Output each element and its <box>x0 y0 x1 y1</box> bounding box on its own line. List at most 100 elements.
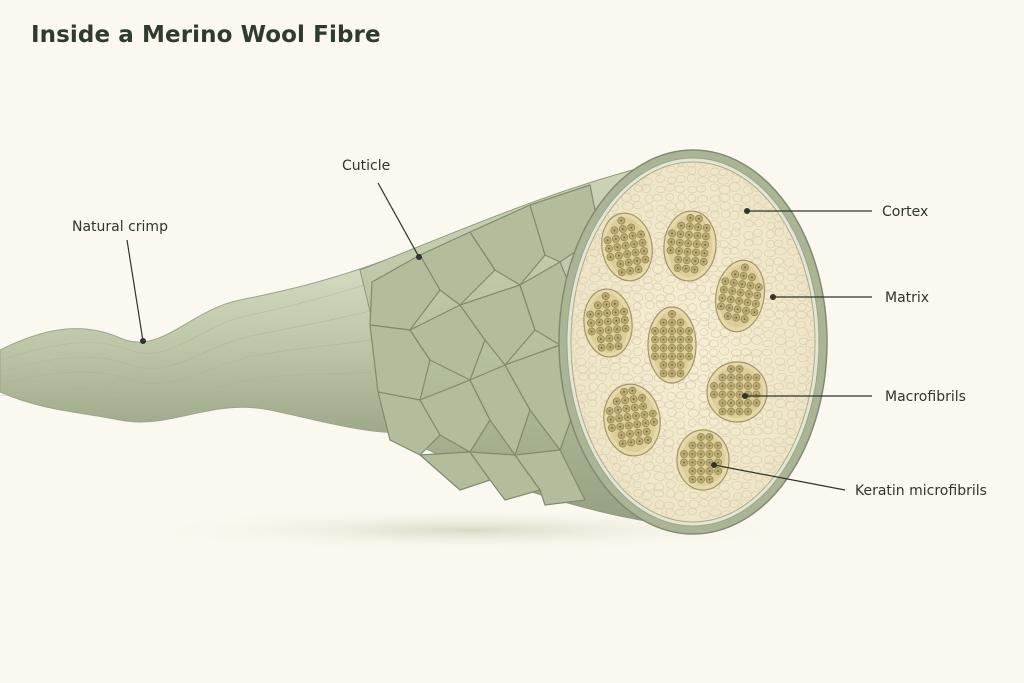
cortex-cell <box>687 281 698 291</box>
cortex-cell <box>578 276 588 284</box>
cortex-cell <box>685 391 695 401</box>
cortex-cell <box>585 255 598 265</box>
cortex-cell <box>775 336 787 345</box>
microfibril-core <box>630 226 633 229</box>
cortex-cell <box>786 162 797 165</box>
cortex-cell <box>588 162 599 167</box>
cortex-cell <box>708 321 718 330</box>
cortex-cell <box>752 194 762 203</box>
cortex-cell <box>750 444 762 453</box>
cortex-cell <box>698 417 708 426</box>
cortex-cell <box>641 470 651 480</box>
cortex-cell <box>752 257 762 266</box>
cortex-cell <box>773 176 784 186</box>
cortex-cell <box>599 162 610 165</box>
cortex-cell <box>796 402 808 411</box>
microfibril-core <box>705 226 708 229</box>
microfibril-core <box>614 311 617 314</box>
cortex-cell <box>699 510 710 519</box>
cortex-cell <box>664 470 676 480</box>
cortex-cell <box>633 184 644 193</box>
microfibril-core <box>617 254 620 257</box>
cortex-cell <box>773 455 785 463</box>
cortex-cell <box>718 168 728 177</box>
cortex-cell <box>665 275 676 283</box>
cortex-cell <box>629 357 641 365</box>
macrofibril <box>663 210 717 282</box>
microfibril-core <box>627 261 630 264</box>
cortex-cell <box>744 220 754 228</box>
microfibril-core <box>651 412 654 415</box>
cortex-cell <box>774 310 785 319</box>
microfibril-core <box>635 415 637 417</box>
microfibril-core <box>654 347 656 349</box>
microfibril-core <box>623 319 626 321</box>
cortex-cell <box>665 193 674 202</box>
microfibril-core <box>604 295 607 298</box>
cortex-cell <box>643 461 655 471</box>
cortex-cell <box>774 227 785 237</box>
cortex-cell <box>809 489 815 499</box>
cortex-cell <box>587 419 598 429</box>
cortex-cell <box>762 506 773 516</box>
cortex-cell <box>773 410 783 420</box>
microfibril-core <box>670 240 673 243</box>
cortex-cell <box>787 409 798 419</box>
cortex-cell <box>729 247 740 255</box>
microfibril-core <box>609 346 611 348</box>
cortex-cell <box>644 312 654 321</box>
cortex-cell <box>587 410 599 419</box>
microfibril-core <box>746 301 749 304</box>
cortex-cell <box>731 348 743 357</box>
cortex-cell <box>774 239 784 248</box>
microfibril-core <box>721 376 724 379</box>
microfibril-core <box>736 308 739 311</box>
cortex-cell <box>587 355 597 365</box>
microfibril-core <box>700 453 702 455</box>
microfibril-core <box>619 263 622 265</box>
microfibril-core <box>679 355 682 358</box>
microfibril-core <box>679 347 682 349</box>
cortex-cell <box>785 506 795 516</box>
microfibril-core <box>680 224 683 227</box>
microfibril-core <box>632 398 635 400</box>
microfibril-core <box>679 338 682 341</box>
microfibril-core <box>597 312 600 315</box>
cortex-cell <box>763 202 774 210</box>
cortex-cell <box>796 383 808 393</box>
cortex-cell <box>589 274 601 283</box>
microfibril-core <box>697 226 700 229</box>
cortex-cell <box>708 498 718 508</box>
cortex-cell <box>631 457 642 465</box>
microfibril-core <box>620 434 623 437</box>
cortex-cell <box>742 473 753 481</box>
cortex-cell <box>622 201 634 211</box>
cortex-cell <box>665 162 675 166</box>
microfibril-core <box>730 393 732 396</box>
microfibril-core <box>698 217 700 220</box>
cortex-cell <box>775 183 786 192</box>
microfibril-core <box>644 258 647 261</box>
cortex-cell <box>675 201 686 211</box>
cortex-cell <box>776 266 786 274</box>
cortex-cell <box>731 481 743 490</box>
microfibril-core <box>724 280 727 283</box>
microfibril-core <box>685 259 688 262</box>
microfibril-core <box>669 249 672 252</box>
cortex-cell <box>796 507 806 515</box>
cortex-cell <box>751 249 763 259</box>
cortex-cell <box>577 365 588 374</box>
cortex-cell <box>664 465 675 474</box>
macrofibrils-label: Macrofibrils <box>885 389 966 405</box>
cortex-cell <box>776 425 787 435</box>
cortex-cell <box>795 162 807 167</box>
microfibril-core <box>671 338 673 341</box>
microfibril-core <box>636 423 639 426</box>
cortex-cell <box>752 203 763 211</box>
microfibril-core <box>691 444 694 447</box>
cortex-cell <box>709 356 720 365</box>
cortex-cell <box>655 185 666 194</box>
cortex-cell <box>688 372 699 381</box>
cortex-cell <box>662 455 674 465</box>
